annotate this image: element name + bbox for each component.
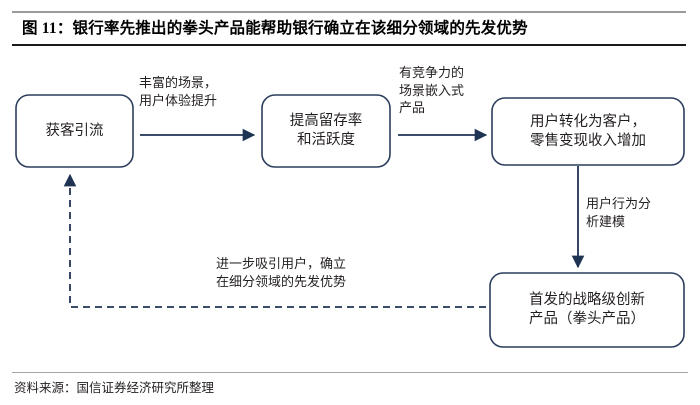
title-rule-top — [12, 11, 686, 13]
figure-title: 图 11：银行率先推出的拳头产品能帮助银行确立在该细分领域的先发优势 — [22, 20, 528, 37]
edge-label-acquire-to-retention: 丰富的场景， 用户体验提升 — [139, 75, 218, 108]
source-note: 资料来源：国信证券经济研究所整理 — [14, 381, 215, 395]
node-box-convert — [491, 97, 685, 166]
node-box-retention — [261, 94, 391, 168]
edge-label-retention-to-convert: 有竞争力的 场景嵌入式 产品 — [399, 65, 465, 115]
connector-flagship-to-acquire — [63, 173, 486, 308]
node-label-acquire: 获客引流 — [45, 122, 104, 139]
title-rule-bottom — [12, 44, 686, 46]
footer-rule — [12, 372, 688, 373]
flowchart-connectors-layer — [15, 94, 685, 348]
node-box-flagship — [489, 272, 685, 348]
edge-label-flagship-to-acquire: 进一步吸引用户，确立 在细分领域的先发优势 — [216, 256, 347, 289]
flowchart-diagram: 获客引流 提高留存率 和活跃度 用户转化为客户， 零售变现收入增加 首发的战略级… — [0, 48, 700, 363]
edge-label-convert-to-flagship: 用户行为分 析建模 — [586, 196, 652, 229]
node-box-acquire — [15, 94, 134, 168]
node-label-retention: 提高留存率 和活跃度 — [289, 113, 363, 148]
node-label-convert: 用户转化为客户， 零售变现收入增加 — [530, 113, 646, 149]
node-label-flagship: 首发的战略级创新 产品（拳头产品） — [529, 292, 645, 327]
